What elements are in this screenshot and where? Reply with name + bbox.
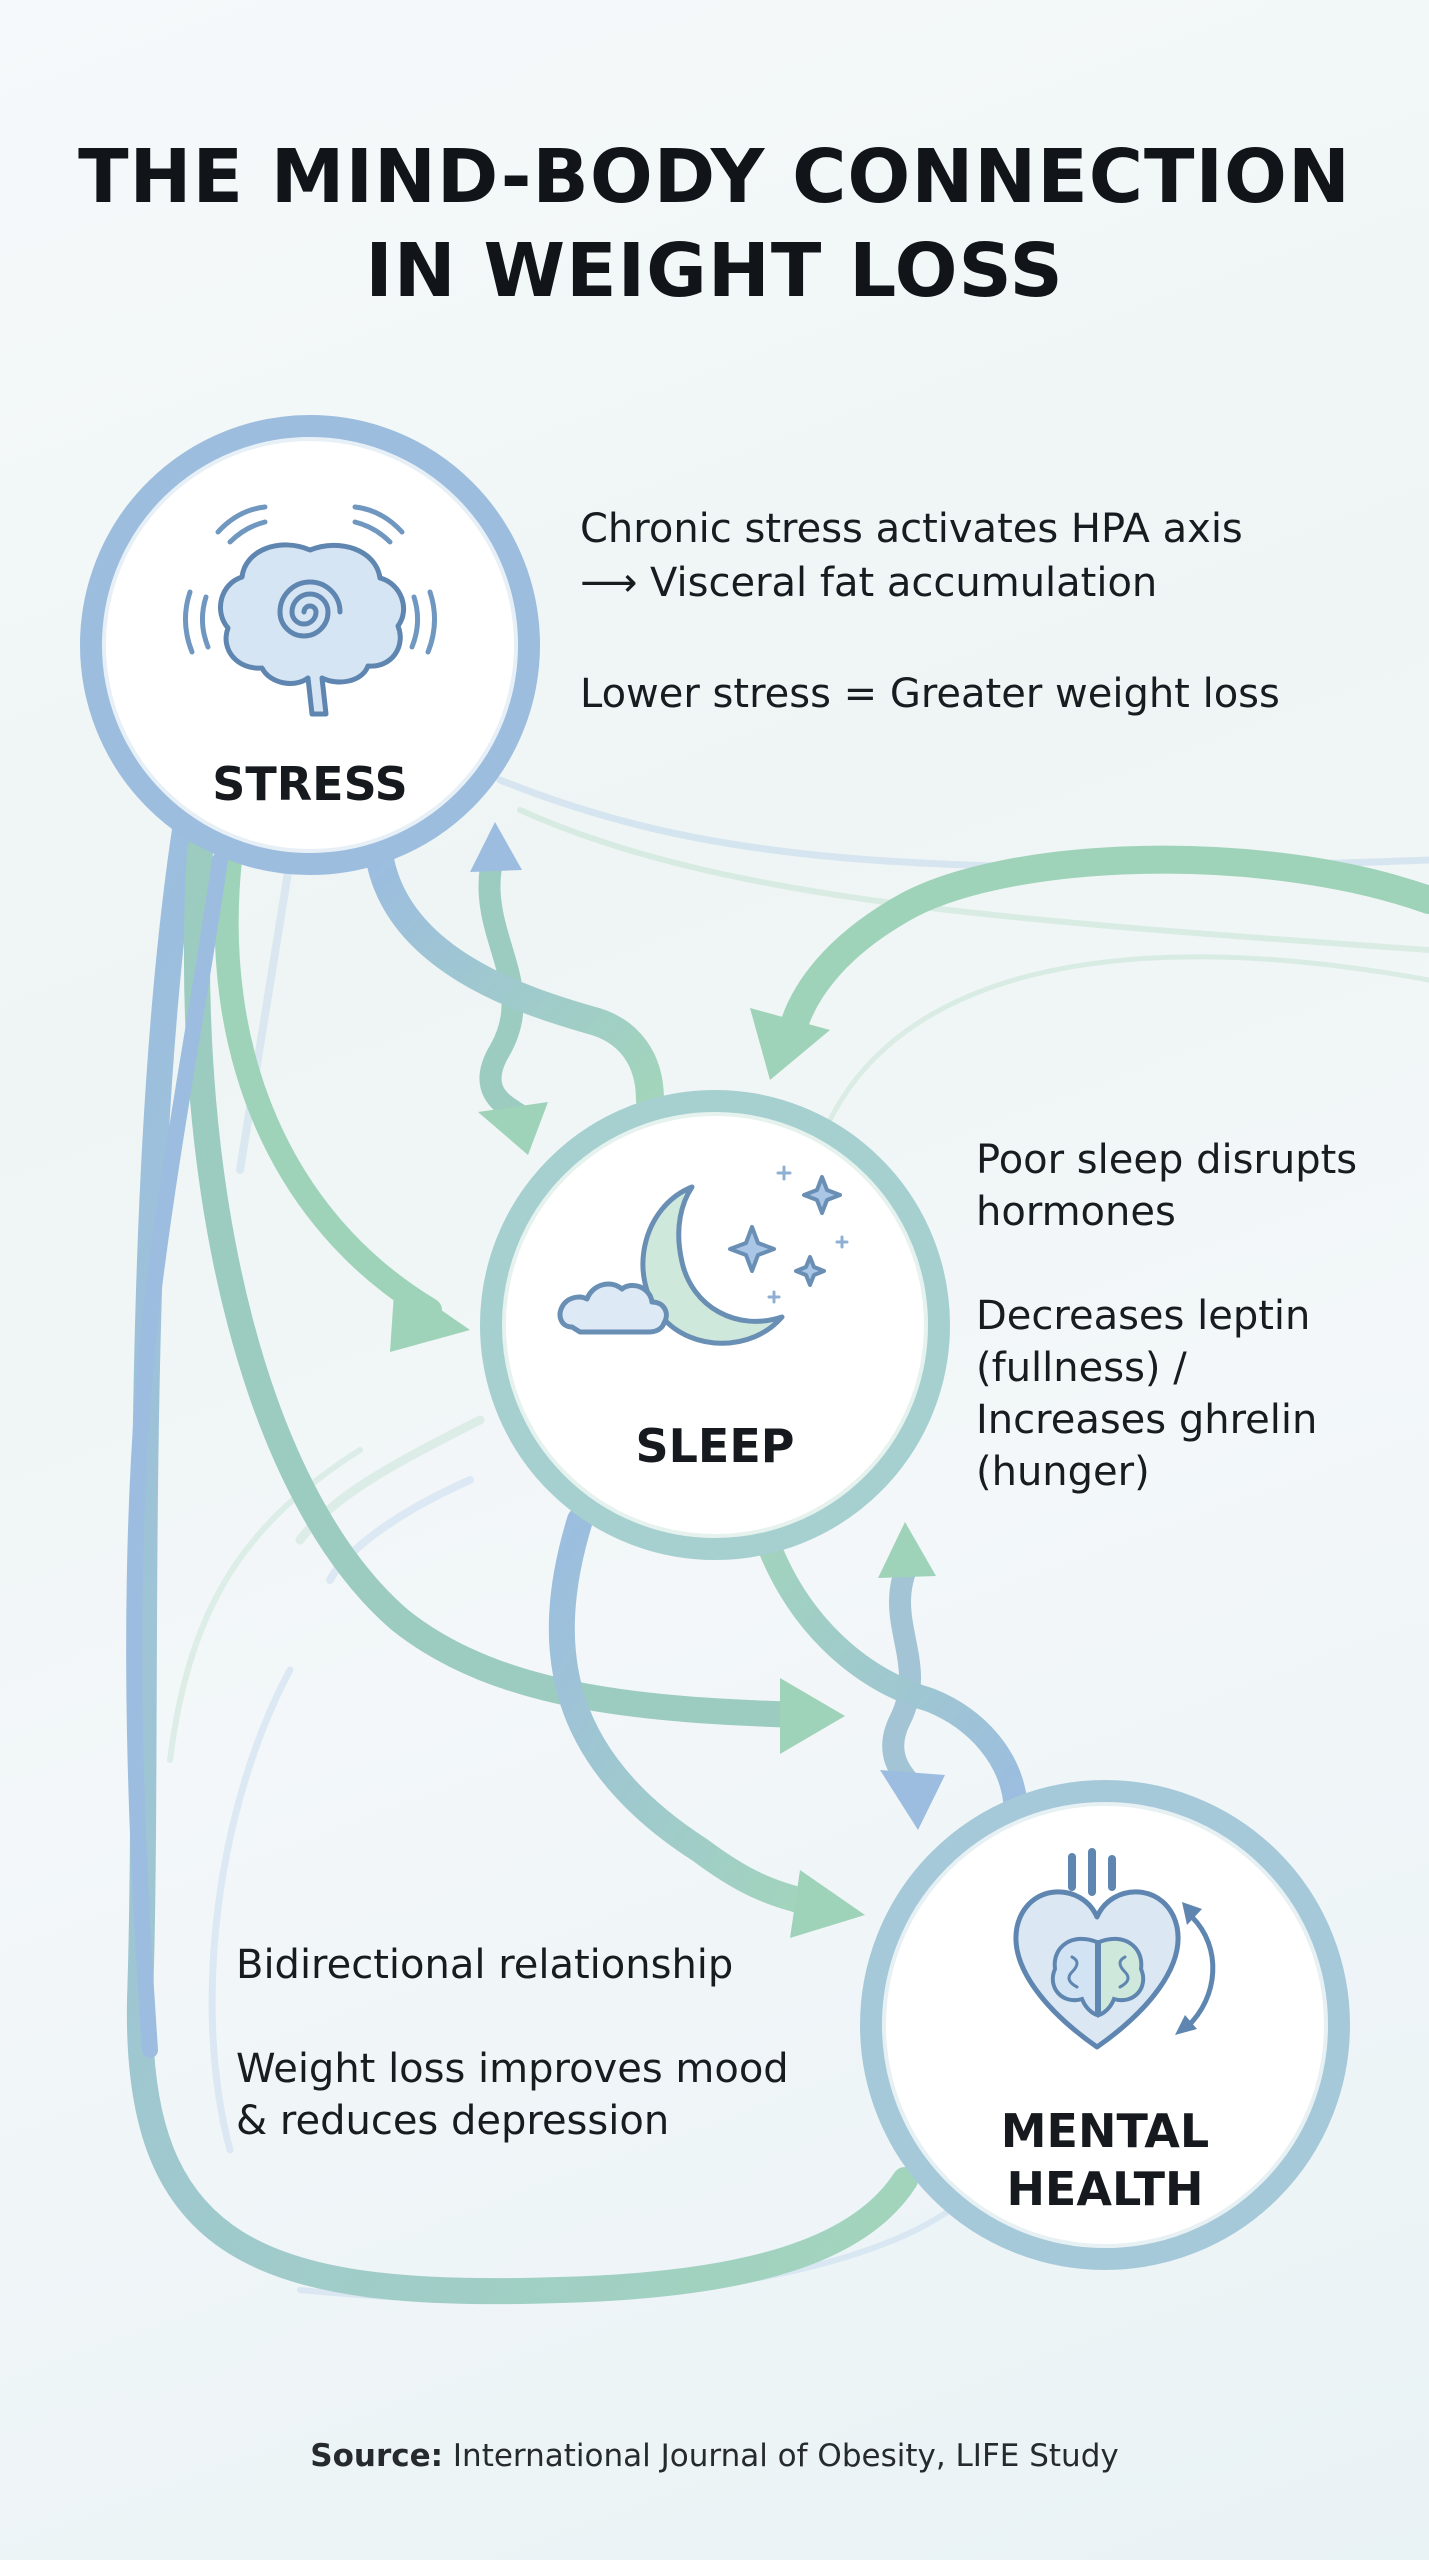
stress-note: Chronic stress activates HPA axis ⟶ Visc… bbox=[580, 502, 1280, 721]
stress-note-line-1: Chronic stress activates HPA axis bbox=[580, 506, 1243, 552]
source-text: International Journal of Obesity, LIFE S… bbox=[452, 2438, 1119, 2474]
sleep-node: SLEEP bbox=[480, 1090, 950, 1560]
source-citation: Source: International Journal of Obesity… bbox=[0, 2438, 1429, 2474]
title-line-1: THE MIND-BODY CONNECTION bbox=[78, 134, 1351, 220]
stress-note-line-3: Lower stress = Greater weight loss bbox=[580, 671, 1280, 717]
sleep-note-line-3: Decreases leptin bbox=[976, 1293, 1311, 1339]
mental-health-note: Bidirectional relationship Weight loss i… bbox=[236, 1939, 789, 2147]
stress-note-line-2: ⟶ Visceral fat accumulation bbox=[580, 560, 1158, 606]
mental-health-label-line-2: HEALTH bbox=[1006, 2162, 1204, 2216]
arrow-heads bbox=[390, 822, 945, 1938]
moon-stars-cloud-icon bbox=[557, 1165, 849, 1346]
sleep-note: Poor sleep disrupts hormones Decreases l… bbox=[976, 1134, 1357, 1498]
page-title: THE MIND-BODY CONNECTION IN WEIGHT LOSS bbox=[0, 130, 1429, 318]
mental-health-note-line-1: Bidirectional relationship bbox=[236, 1942, 734, 1988]
stress-label: STRESS bbox=[212, 757, 408, 811]
stress-node: STRESS bbox=[80, 415, 540, 875]
mental-health-label-line-1: MENTAL bbox=[1000, 2104, 1210, 2158]
sleep-note-line-2: hormones bbox=[976, 1189, 1176, 1235]
mental-health-node: MENTAL HEALTH bbox=[860, 1780, 1350, 2270]
brain-spiral-icon bbox=[183, 504, 437, 717]
mental-health-label: MENTAL HEALTH bbox=[882, 2102, 1328, 2218]
sleep-note-line-5: Increases ghrelin bbox=[976, 1397, 1318, 1443]
main-arrows bbox=[126, 817, 1429, 2305]
source-label: Source: bbox=[310, 2438, 444, 2474]
mental-health-note-line-2: Weight loss improves mood bbox=[236, 2046, 789, 2092]
mental-health-note-line-3: & reduces depression bbox=[236, 2098, 670, 2144]
sleep-label: SLEEP bbox=[635, 1419, 795, 1473]
sleep-note-line-4: (fullness) / bbox=[976, 1345, 1187, 1391]
heart-brain-cycle-icon bbox=[1013, 1848, 1216, 2050]
title-line-2: IN WEIGHT LOSS bbox=[365, 228, 1064, 314]
sleep-note-line-6: (hunger) bbox=[976, 1449, 1150, 1495]
sleep-note-line-1: Poor sleep disrupts bbox=[976, 1137, 1358, 1183]
